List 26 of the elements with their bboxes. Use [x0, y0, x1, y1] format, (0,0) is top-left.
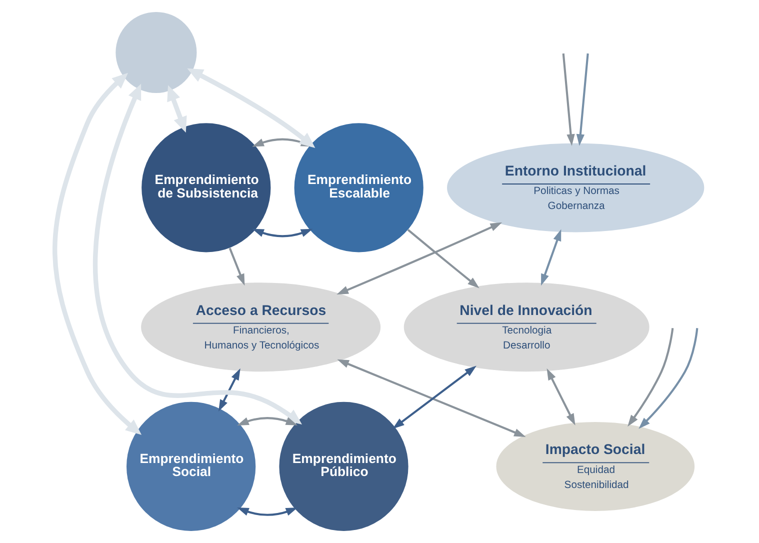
arrow: [93, 84, 302, 425]
arrow: [228, 248, 245, 286]
node-circle: Emprendimiento Escalable: [294, 123, 424, 252]
arrow: [392, 366, 476, 429]
arrow: [237, 417, 298, 426]
arrow: [407, 229, 480, 288]
arrow: [576, 53, 589, 146]
node-circle: Emprendimiento de Subsistencia: [142, 123, 271, 252]
node-ellipse: Impacto Social Equidad Sostenibilidad: [496, 422, 695, 511]
node-circle: Emprendimiento Público: [279, 402, 408, 532]
arrow: [167, 85, 187, 133]
arrow: [628, 328, 674, 427]
node-ellipse: Acceso a Recursos Financieros, Humanos y Tecnológicos: [141, 282, 381, 372]
arrow: [638, 328, 698, 429]
arrow: [336, 222, 502, 295]
node-circle: Emprendimiento Social: [126, 402, 256, 532]
arrow: [546, 368, 576, 426]
node-circle: [116, 12, 197, 94]
arrow: [541, 229, 562, 286]
arrow: [252, 228, 313, 238]
arrow: [337, 359, 526, 437]
arrow: [237, 507, 298, 516]
arrow: [218, 368, 240, 412]
arrow: [52, 72, 142, 435]
node-ellipse: Nivel de Innovación Tecnologia Desarrollo: [404, 282, 650, 372]
arrow: [562, 53, 575, 146]
